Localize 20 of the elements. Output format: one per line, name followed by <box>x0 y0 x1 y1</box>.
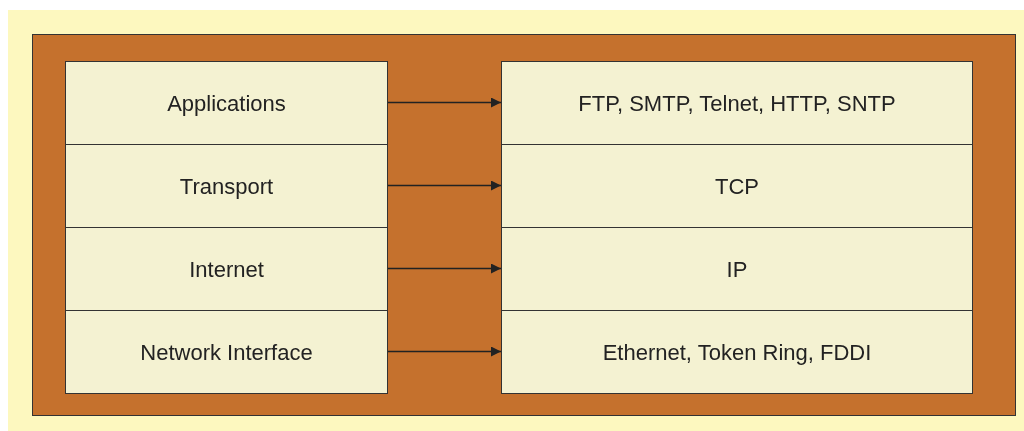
layer-box <box>65 310 388 394</box>
layer-label: Ethernet, Token Ring, FDDI <box>602 338 872 367</box>
layer-label: Network Interface <box>140 338 313 367</box>
layer-box <box>65 227 388 311</box>
layer-box <box>501 310 973 394</box>
layer-label: TCP <box>715 172 759 201</box>
layer-label: Transport <box>179 172 274 201</box>
arrow <box>387 97 502 108</box>
layer-label: Internet <box>189 255 264 284</box>
arrow <box>387 346 502 357</box>
layer-box <box>65 61 388 145</box>
layer-box <box>501 227 973 311</box>
layer-box <box>501 61 973 145</box>
layer-box <box>501 144 973 228</box>
arrow <box>387 263 502 274</box>
layer-label: FTP, SMTP, Telnet, HTTP, SNTP <box>578 89 896 118</box>
arrow <box>387 180 502 191</box>
layer-label: Applications <box>167 89 286 118</box>
layer-box <box>65 144 388 228</box>
layer-label: IP <box>726 255 748 284</box>
